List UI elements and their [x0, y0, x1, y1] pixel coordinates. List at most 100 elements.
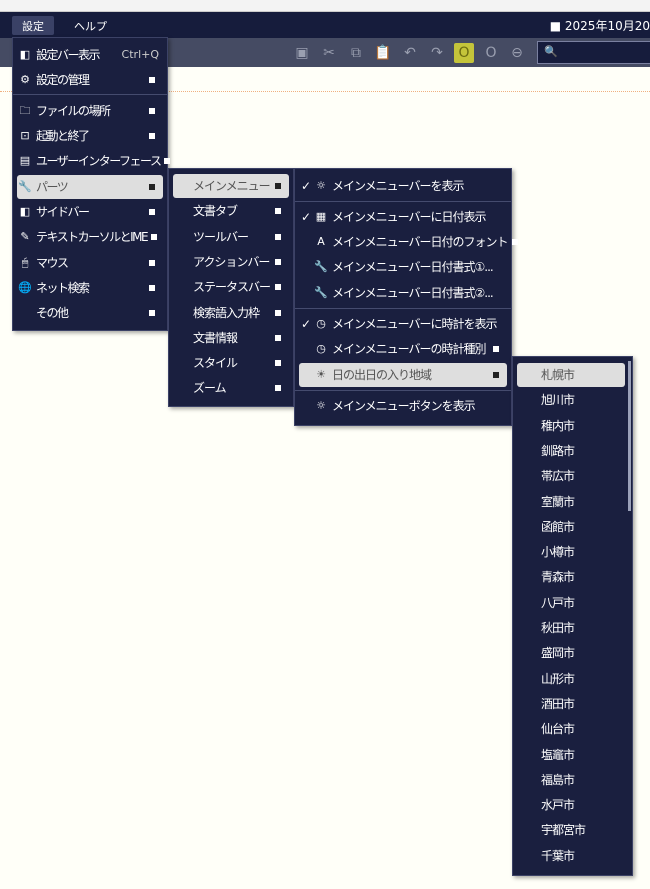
menu-item-label: 青森市: [541, 570, 575, 585]
mainmenu-item-1[interactable]: ✓▦メインメニューバーに日付表示: [299, 205, 507, 229]
menu-icon: ◧: [19, 205, 31, 218]
menu-icon: ▤: [19, 154, 31, 167]
menu-separator: [13, 94, 167, 95]
menu-item-label: 仙台市: [541, 722, 575, 737]
parts-item-6[interactable]: 文書情報: [173, 326, 289, 350]
menu-icon: ◷: [316, 317, 326, 330]
mainmenu-item-6[interactable]: ◷メインメニューバーの時計種別: [299, 337, 507, 361]
menu-item-7[interactable]: ✎テキストカーソルとIME: [17, 225, 163, 249]
cut-icon[interactable]: ✂: [323, 45, 335, 61]
region-item-9[interactable]: 八戸市: [517, 591, 625, 615]
region-item-16[interactable]: 福島市: [517, 768, 625, 792]
checkmark-icon: ✓: [300, 317, 312, 331]
menu-item-label: 水戸市: [541, 798, 575, 813]
menu-item-2[interactable]: 🗀ファイルの場所: [17, 99, 163, 123]
parts-item-2[interactable]: ツールバー: [173, 225, 289, 249]
region-item-4[interactable]: 帯広市: [517, 464, 625, 488]
region-item-11[interactable]: 盛岡市: [517, 641, 625, 665]
submenu-indicator-icon: [275, 309, 281, 316]
region-item-8[interactable]: 青森市: [517, 565, 625, 589]
region-item-13[interactable]: 酒田市: [517, 692, 625, 716]
region-item-18[interactable]: 宇都宮市: [517, 818, 625, 842]
parts-item-0[interactable]: メインメニュー: [173, 174, 289, 198]
menu-item-label: メインメニュー: [193, 179, 271, 193]
parts-item-3[interactable]: アクションバー: [173, 250, 289, 274]
paste-icon[interactable]: 📋: [374, 45, 392, 61]
menu-icon: ▦: [315, 210, 327, 223]
menu-item-label: 小樽市: [541, 545, 575, 560]
menu-icon: 🌐: [18, 281, 32, 294]
region-item-15[interactable]: 塩竈市: [517, 743, 625, 767]
scrollbar[interactable]: [628, 361, 631, 511]
region-item-2[interactable]: 稚内市: [517, 414, 625, 438]
highlight-o-icon[interactable]: O: [454, 43, 474, 63]
menu-item-label: 宇都宮市: [541, 823, 586, 838]
menu-settings[interactable]: 設定: [12, 16, 54, 35]
menu-item-label: メインメニューバー日付書式①...: [332, 260, 494, 274]
region-item-17[interactable]: 水戸市: [517, 793, 625, 817]
submenu-indicator-icon: [151, 234, 158, 240]
parts-item-7[interactable]: スタイル: [173, 351, 289, 375]
undo-icon[interactable]: ↶: [404, 45, 416, 61]
mainmenu-item-5[interactable]: ✓◷メインメニューバーに時計を表示: [299, 312, 507, 336]
strike-o-icon[interactable]: ⊖: [511, 45, 523, 61]
menu-item-8[interactable]: 🖱マウス: [17, 251, 163, 275]
menu-item-label: 帯広市: [541, 469, 575, 484]
submenu-indicator-icon: [275, 258, 281, 265]
mainmenu-item-8[interactable]: ☼メインメニューボタンを表示: [299, 394, 507, 418]
menu-item-label: メインメニューバー日付のフォント: [332, 235, 509, 249]
parts-item-8[interactable]: ズーム: [173, 376, 289, 400]
submenu-indicator-icon: [164, 158, 171, 164]
menu-item-label: 福島市: [541, 772, 575, 787]
menu-help[interactable]: ヘルプ: [74, 20, 107, 33]
menu-separator: [295, 308, 511, 309]
region-item-7[interactable]: 小樽市: [517, 540, 625, 564]
menu-item-4[interactable]: ▤ユーザーインターフェース: [17, 149, 171, 173]
parts-item-1[interactable]: 文書タブ: [173, 199, 289, 223]
menu-item-label: アクションバー: [193, 254, 270, 269]
menu-item-label: サイドバー: [36, 205, 90, 219]
menu-item-label: 千葉市: [541, 848, 575, 863]
region-item-12[interactable]: 山形市: [517, 667, 625, 691]
submenu-indicator-icon: [149, 285, 155, 291]
parts-item-4[interactable]: ステータスバー: [173, 275, 289, 299]
menu-item-6[interactable]: ◧ サイドバー: [17, 200, 163, 224]
menu-item-label: ズーム: [193, 381, 227, 396]
save-icon[interactable]: ▣: [295, 45, 309, 61]
region-item-10[interactable]: 秋田市: [517, 616, 625, 640]
mainmenu-item-0[interactable]: ✓☼メインメニューバーを表示: [299, 174, 507, 198]
o-icon[interactable]: O: [485, 45, 497, 61]
menubar: 設定 ヘルプ ■ 2025年10月20: [0, 12, 650, 38]
region-item-6[interactable]: 函館市: [517, 515, 625, 539]
date-display: ■ 2025年10月20: [549, 19, 650, 33]
copy-icon[interactable]: ⧉: [351, 45, 361, 61]
region-item-0[interactable]: 札幌市: [517, 363, 625, 387]
region-item-14[interactable]: 仙台市: [517, 717, 625, 741]
menu-item-10[interactable]: その他: [17, 301, 163, 325]
mainmenu-item-7[interactable]: ☀日の出日の入り地域: [299, 363, 507, 387]
margin-guide-line: [0, 91, 650, 92]
region-item-3[interactable]: 釧路市: [517, 439, 625, 463]
mainmenu-item-3[interactable]: 🔧メインメニューバー日付書式①...: [299, 255, 507, 279]
menu-item-3[interactable]: ⊡起動と終了: [17, 124, 163, 148]
mainmenu-item-4[interactable]: 🔧メインメニューバー日付書式②...: [299, 281, 507, 305]
menu-item-label: 札幌市: [541, 368, 575, 382]
sunrise-region-submenu: 札幌市旭川市稚内市釧路市帯広市室蘭市函館市小樽市青森市八戸市秋田市盛岡市山形市酒…: [512, 356, 633, 876]
region-item-5[interactable]: 室蘭市: [517, 490, 625, 514]
submenu-indicator-icon: [149, 260, 155, 266]
submenu-indicator-icon: [493, 372, 499, 378]
region-item-19[interactable]: 千葉市: [517, 844, 625, 868]
menu-item-label: メインメニューバーを表示: [332, 179, 465, 193]
redo-icon[interactable]: ↷: [431, 45, 443, 61]
menu-icon: ☼: [316, 399, 326, 412]
menu-item-9[interactable]: 🌐ネット検索: [17, 276, 163, 300]
search-input[interactable]: 🔍: [537, 41, 650, 64]
menu-item-1[interactable]: ⚙設定の管理: [17, 68, 163, 92]
submenu-indicator-icon: [275, 385, 281, 392]
region-item-1[interactable]: 旭川市: [517, 388, 625, 412]
submenu-indicator-icon: [275, 233, 281, 240]
menu-item-5[interactable]: 🔧パーツ: [17, 175, 163, 199]
parts-item-5[interactable]: 検索語入力枠: [173, 301, 289, 325]
